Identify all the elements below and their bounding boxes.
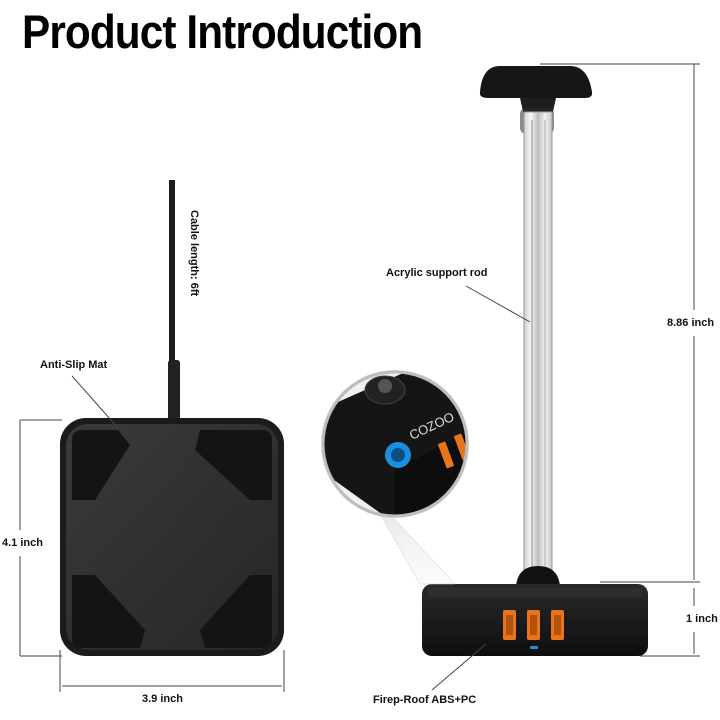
acrylic-rod-label: Acrylic support rod	[386, 267, 488, 279]
mat-height-label: 4.1 inch	[2, 537, 43, 549]
mat-width-label: 3.9 inch	[142, 693, 183, 705]
magnifier-detail: COZOO	[321, 370, 469, 518]
grip-bottom-right	[200, 575, 272, 648]
anti-slip-mat-label: Anti-Slip Mat	[40, 359, 108, 371]
magnifier-cone	[379, 511, 456, 585]
material-label: Firep-Roof ABS+PC	[373, 694, 477, 706]
stand-base	[422, 584, 648, 656]
charging-pad	[60, 418, 284, 656]
grip-bottom-left	[72, 575, 145, 648]
base-height-label: 1 inch	[686, 613, 718, 625]
page-title: Product Introduction	[22, 5, 423, 58]
pad-dimension-lines	[19, 375, 285, 692]
grip-top-right	[195, 430, 272, 500]
total-height-label: 8.86 inch	[667, 317, 715, 329]
rod-collar	[516, 566, 560, 586]
cable-connector	[168, 360, 180, 420]
acrylic-rod	[523, 111, 553, 583]
cable-length-label: Cable length: 6ft	[188, 210, 200, 297]
grip-top-left	[72, 430, 130, 500]
stand-dimension-lines	[431, 63, 700, 691]
indicator-light	[530, 646, 538, 649]
